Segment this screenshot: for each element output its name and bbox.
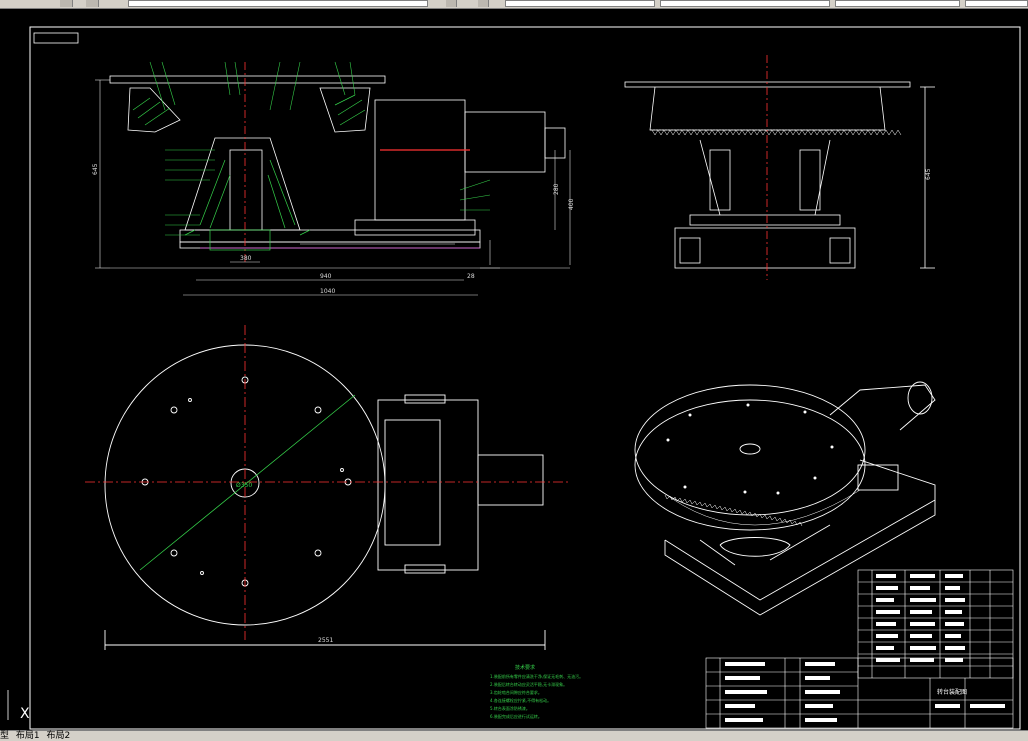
callout-leaders — [149, 61, 491, 236]
side-dim-height: 645 — [925, 168, 932, 180]
technical-notes: 技术要求 1.装配前所有零件应清洗干净,保证无毛刺、无油污。 2.装配后转台转动… — [490, 664, 583, 719]
title-block-drawing-name: 转台装配图 — [937, 688, 967, 696]
svg-text:X: X — [20, 706, 30, 722]
ucs-icon: X — [7, 690, 30, 722]
isometric-view — [634, 381, 936, 616]
section-dimensions — [95, 79, 571, 296]
side-view — [624, 55, 935, 280]
title-block-fills — [725, 662, 1005, 722]
cad-toolbar — [0, 0, 1028, 9]
lineweight-dropdown[interactable] — [835, 0, 960, 7]
plan-diameter-line — [139, 394, 356, 571]
parts-list-fills — [876, 574, 965, 662]
toolbar-button-1[interactable] — [60, 0, 73, 7]
dim-overall: 1040 — [320, 288, 335, 295]
iso-holes — [666, 403, 834, 495]
dim-height: 645 — [92, 163, 99, 175]
plotstyle-dropdown[interactable] — [965, 0, 1028, 7]
plan-width-dim: 2551 — [318, 637, 333, 644]
dim-base: 940 — [320, 273, 332, 280]
layer-dropdown[interactable] — [128, 0, 428, 7]
plan-centerlines — [85, 325, 570, 640]
note-line: 4.各连接螺栓应拧紧,不得有松动。 — [490, 697, 551, 703]
toolbar-button-2[interactable] — [86, 0, 99, 7]
notes-title: 技术要求 — [515, 664, 535, 671]
tab-layout2[interactable]: 布局2 — [46, 731, 71, 741]
section-hatch — [132, 94, 366, 251]
color-dropdown[interactable] — [505, 0, 655, 7]
toolbar-button-4[interactable] — [478, 0, 489, 7]
plan-view — [104, 344, 546, 650]
toolbar-button-3[interactable] — [446, 0, 457, 7]
drawing-canvas[interactable]: 645 1040 940 28 380 280 400 645 — [0, 9, 1028, 730]
note-line: 3.齿轮啮合间隙应符合要求。 — [490, 689, 542, 695]
note-line: 2.装配后转台转动应灵活平稳,无卡滞现象。 — [490, 681, 567, 687]
section-view — [109, 62, 566, 262]
dim-motor: 280 — [553, 183, 560, 195]
dim-bore: 380 — [240, 255, 252, 262]
tab-model[interactable]: 型 — [0, 731, 10, 741]
note-line: 6.装配完成后应进行试运转。 — [490, 713, 542, 719]
note-line: 5.转台表面涂防锈漆。 — [490, 705, 530, 711]
dim-motor2: 400 — [568, 198, 575, 210]
drawing-frame — [29, 26, 1021, 730]
title-block — [705, 657, 1014, 729]
tab-layout1[interactable]: 布局1 — [15, 731, 40, 741]
linetype-dropdown[interactable] — [660, 0, 830, 7]
iso-gear-teeth — [659, 489, 861, 527]
note-line: 1.装配前所有零件应清洗干净,保证无毛刺、无油污。 — [490, 673, 583, 679]
dim-small: 28 — [467, 273, 475, 280]
frame-corner-box — [33, 32, 79, 44]
plan-diameter-label: Ø350 — [236, 482, 252, 489]
layout-tabs-bar: 型 布局1 布局2 — [0, 730, 1028, 741]
gear-teeth — [651, 129, 902, 136]
parts-list — [857, 569, 1014, 679]
